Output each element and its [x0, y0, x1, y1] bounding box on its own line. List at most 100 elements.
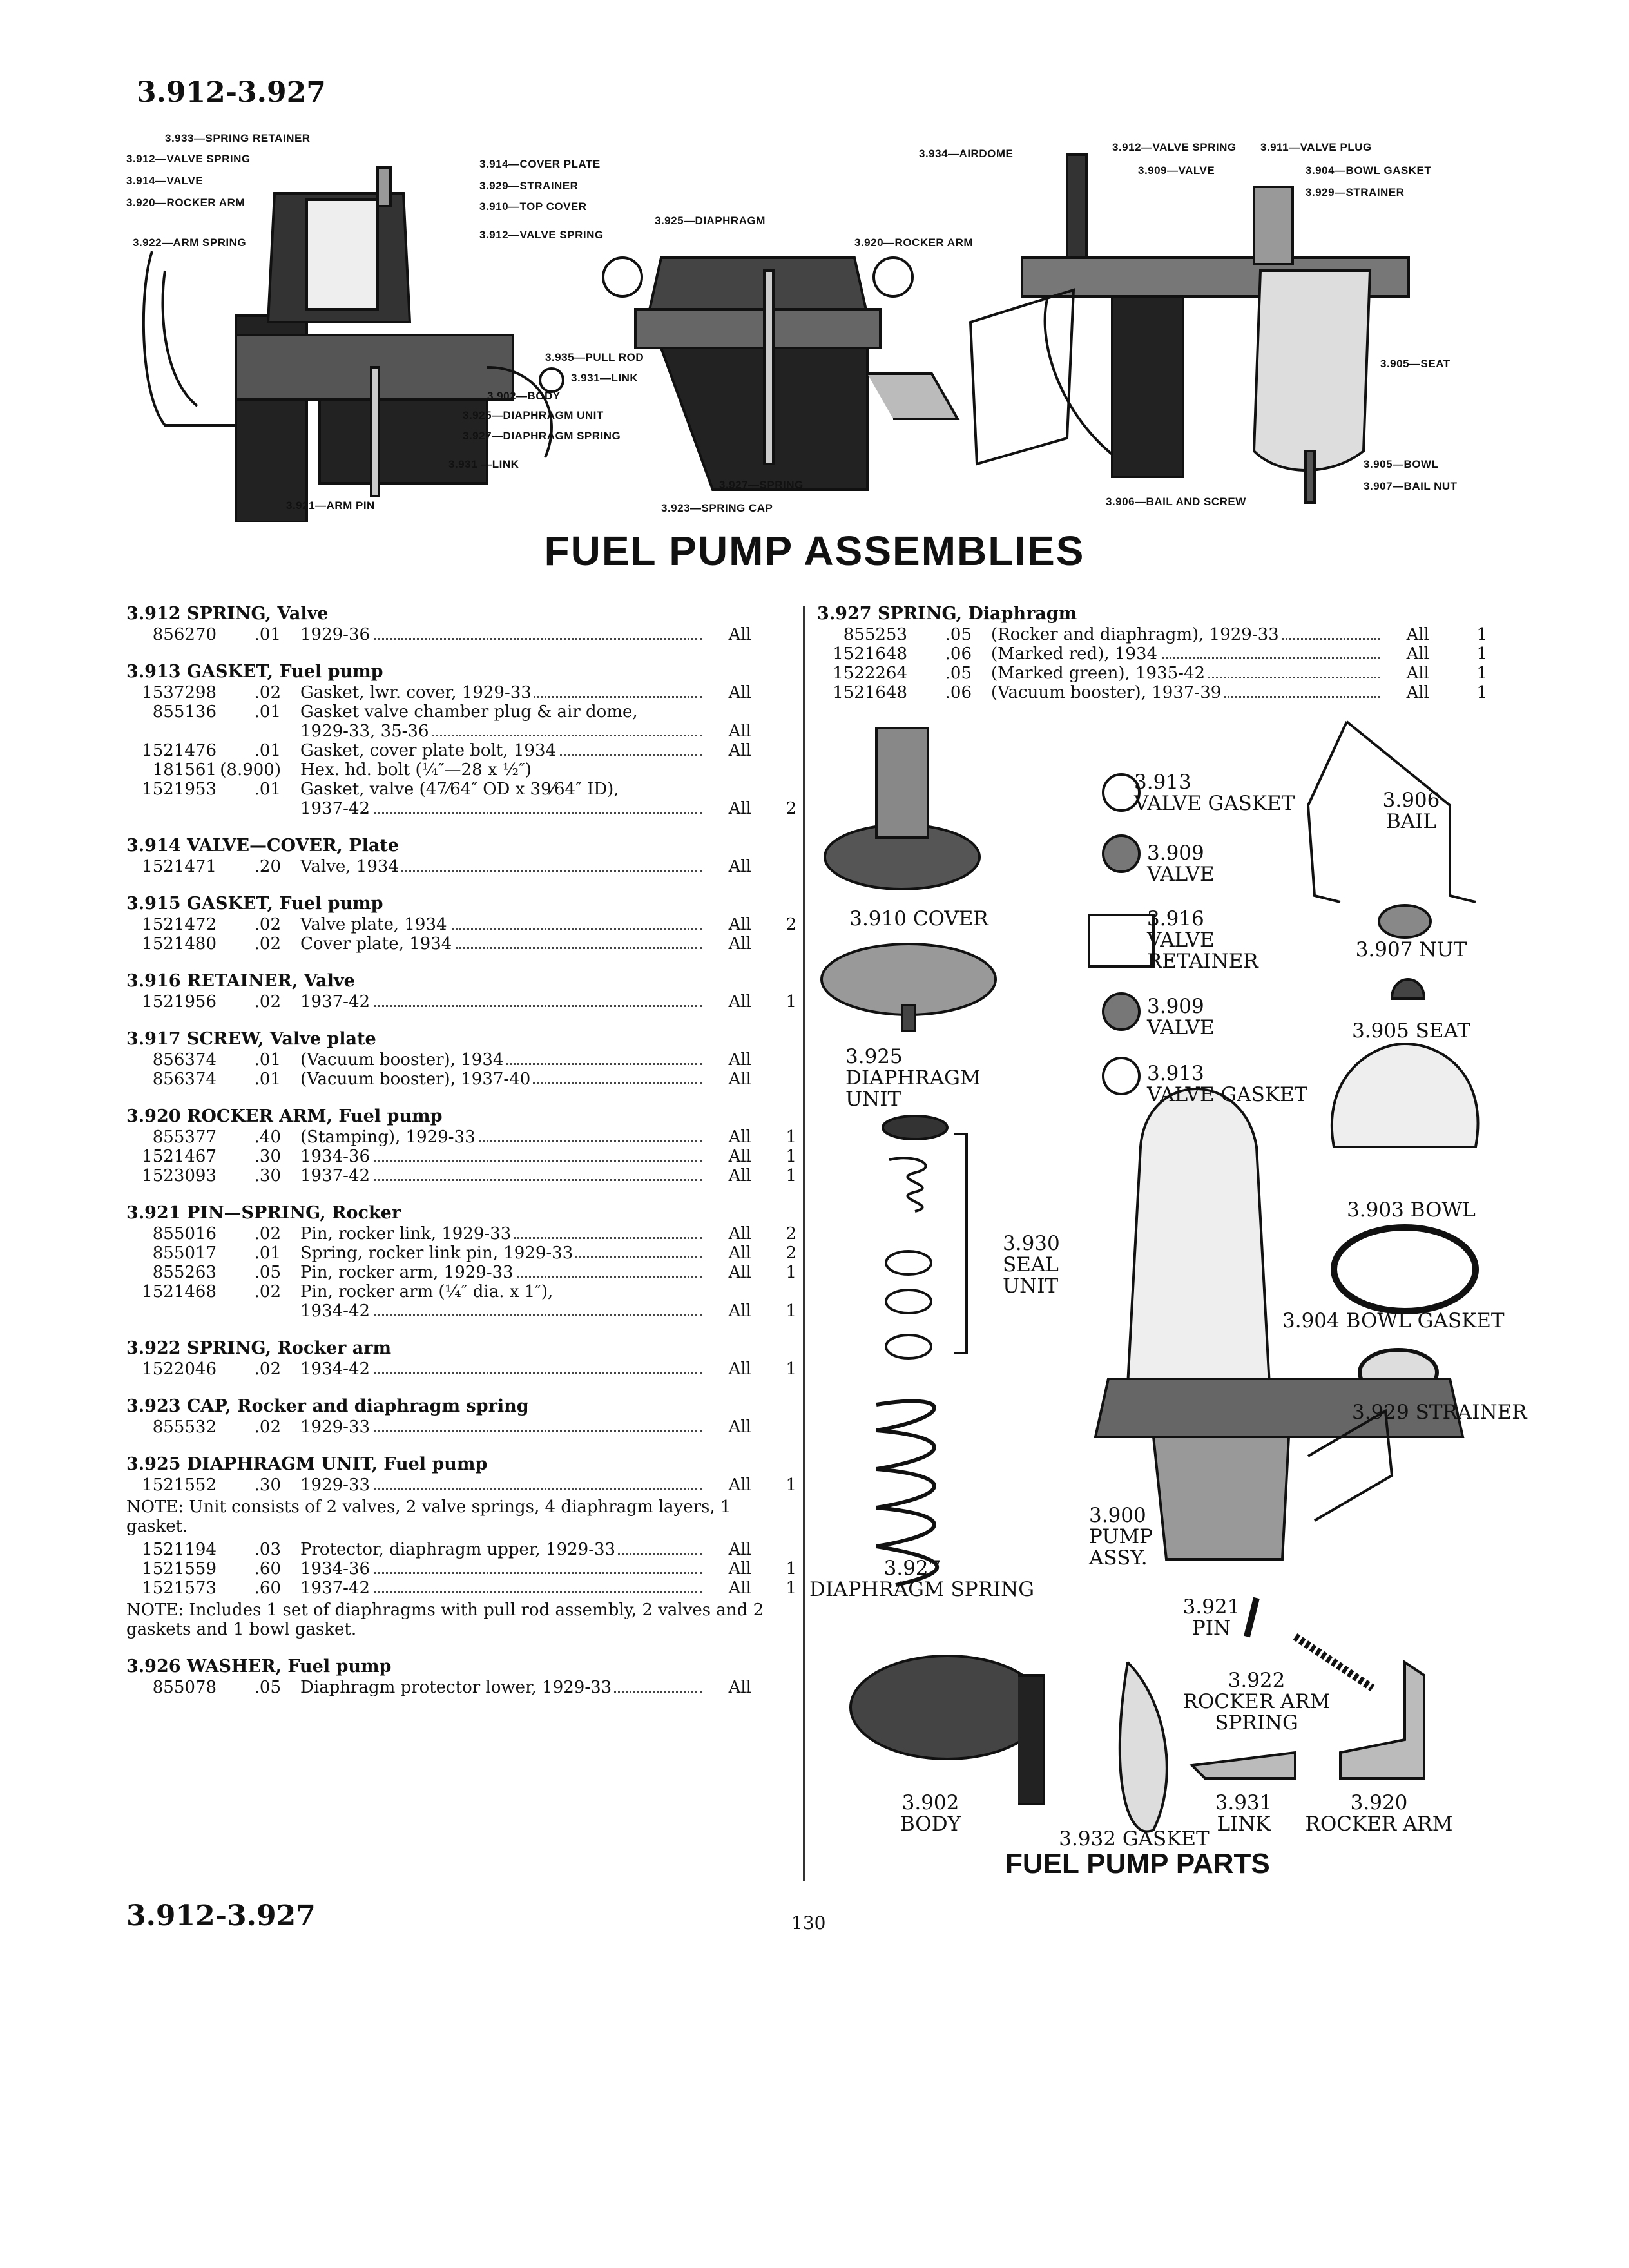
part-label-3930: 3.930 SEAL UNIT [1003, 1232, 1060, 1298]
price: .01 [254, 1050, 281, 1070]
fitment: All [702, 857, 751, 876]
part-label-3913a: 3.913 VALVE GASKET [1134, 771, 1295, 815]
price: .30 [254, 1147, 281, 1166]
note-text: NOTE: Includes 1 set of diaphragms with … [126, 1600, 764, 1639]
callout: 3.909—VALVE [1138, 164, 1215, 177]
description: Protector, diaphragm upper, 1929-33 [300, 1540, 702, 1559]
price: .60 [254, 1579, 281, 1598]
description-text: Gasket, cover plate bolt, 1934 [300, 741, 559, 760]
column-divider [803, 606, 805, 1881]
quantity: 1 [786, 1128, 796, 1147]
part-number: 1521648 [833, 644, 907, 664]
fitment: All [702, 1050, 751, 1070]
part-label-3909a: 3.909 VALVE [1147, 841, 1215, 886]
part-number: 855532 [152, 1418, 217, 1437]
price: .01 [254, 1070, 281, 1089]
callout: 3.920—ROCKER ARM [854, 236, 973, 249]
description: Hex. hd. bolt (¼″—28 x ½″) [300, 760, 702, 780]
cutaway-diagram-right: 3.934—AIRDOME 3.912—VALVE SPRING 3.911—V… [919, 141, 1457, 508]
part-label-3920: 3.920 ROCKER ARM [1305, 1791, 1453, 1836]
description-text: Pin, rocker arm (¼″ dia. x 1″), [300, 1282, 556, 1302]
callout: 3.921—ARM PIN [286, 499, 375, 512]
callout: 3.931—LINK [571, 372, 638, 384]
part-number: 1522264 [833, 664, 907, 683]
leader-dots [300, 1591, 702, 1593]
price: .02 [254, 683, 281, 702]
description-text: Valve plate, 1934 [300, 915, 450, 934]
description-text: Diaphragm protector lower, 1929-33 [300, 1678, 615, 1697]
description: (Marked red), 1934 [991, 644, 1380, 664]
group-heading: 3.912 SPRING, Valve [126, 604, 329, 624]
part-number: 855253 [843, 625, 907, 644]
fitment: All [702, 1070, 751, 1089]
part-number: 1537298 [142, 683, 217, 702]
quantity: 1 [786, 1579, 796, 1598]
description: 1929-33 [300, 1475, 702, 1495]
description-text: 1937-42 [300, 992, 373, 1012]
description: Valve plate, 1934 [300, 915, 702, 934]
part-number: 855263 [152, 1263, 217, 1282]
leader-dots [300, 1372, 702, 1374]
description: 1937-42 [300, 992, 702, 1012]
leader-dots [300, 1160, 702, 1162]
description: 1929-33 [300, 1418, 702, 1437]
callout: 3.931 —LINK [448, 458, 519, 470]
part-label-3906: 3.906 BAIL [1382, 789, 1440, 833]
quantity: 2 [786, 915, 796, 934]
fitment: All [702, 1418, 751, 1437]
quantity: 1 [786, 1559, 796, 1579]
part-number: 1521648 [833, 683, 907, 702]
group-heading: 3.927 SPRING, Diaphragm [817, 604, 1077, 624]
group-heading: 3.915 GASKET, Fuel pump [126, 894, 383, 914]
price: .02 [254, 1282, 281, 1302]
part-label-3913b: 3.913 VALVE GASKET [1147, 1062, 1308, 1106]
description: 1937-42 [300, 1579, 702, 1598]
quantity: 2 [786, 1244, 796, 1263]
description: Gasket, valve (47⁄64″ OD x 39⁄64″ ID), [300, 780, 702, 799]
callout: 3.929—STRAINER [1306, 186, 1404, 198]
description: (Stamping), 1929-33 [300, 1128, 702, 1147]
group-heading: 3.913 GASKET, Fuel pump [126, 662, 383, 682]
description-text: Hex. hd. bolt (¼″—28 x ½″) [300, 760, 534, 780]
price: .02 [254, 992, 281, 1012]
part-number: 1521472 [142, 915, 217, 934]
group-heading: 3.916 RETAINER, Valve [126, 971, 355, 991]
description-text: Gasket valve chamber plug & air dome, [300, 702, 641, 722]
part-label-3907: 3.907 NUT [1355, 938, 1467, 961]
description-text: Spring, rocker link pin, 1929-33 [300, 1244, 576, 1263]
description-text: 1934-42 [300, 1302, 373, 1321]
exploded-parts [820, 720, 1480, 1833]
description: (Rocker and diaphragm), 1929-33 [991, 625, 1380, 644]
description: Spring, rocker link pin, 1929-33 [300, 1244, 702, 1263]
description-text: (Marked green), 1935-42 [991, 664, 1208, 683]
price: .05 [254, 1263, 281, 1282]
fitment: All [702, 1244, 751, 1263]
quantity: 1 [786, 1360, 796, 1379]
description: 1934-36 [300, 1147, 702, 1166]
part-label-3931: 3.931 LINK [1215, 1791, 1273, 1836]
callout: 3.920—ROCKER ARM [126, 197, 245, 209]
price: .02 [254, 1360, 281, 1379]
part-label-3929: 3.929 STRAINER [1352, 1401, 1527, 1424]
fitment: All [702, 1579, 751, 1598]
part-number: 1521468 [142, 1282, 217, 1302]
callout: 3.927—DIAPHRAGM SPRING [463, 430, 621, 442]
description-text: Gasket, lwr. cover, 1929-33 [300, 683, 534, 702]
description: Gasket valve chamber plug & air dome, [300, 702, 702, 722]
part-number: 855078 [152, 1678, 217, 1697]
description-text: Valve, 1934 [300, 857, 401, 876]
fitment: All [702, 722, 751, 741]
